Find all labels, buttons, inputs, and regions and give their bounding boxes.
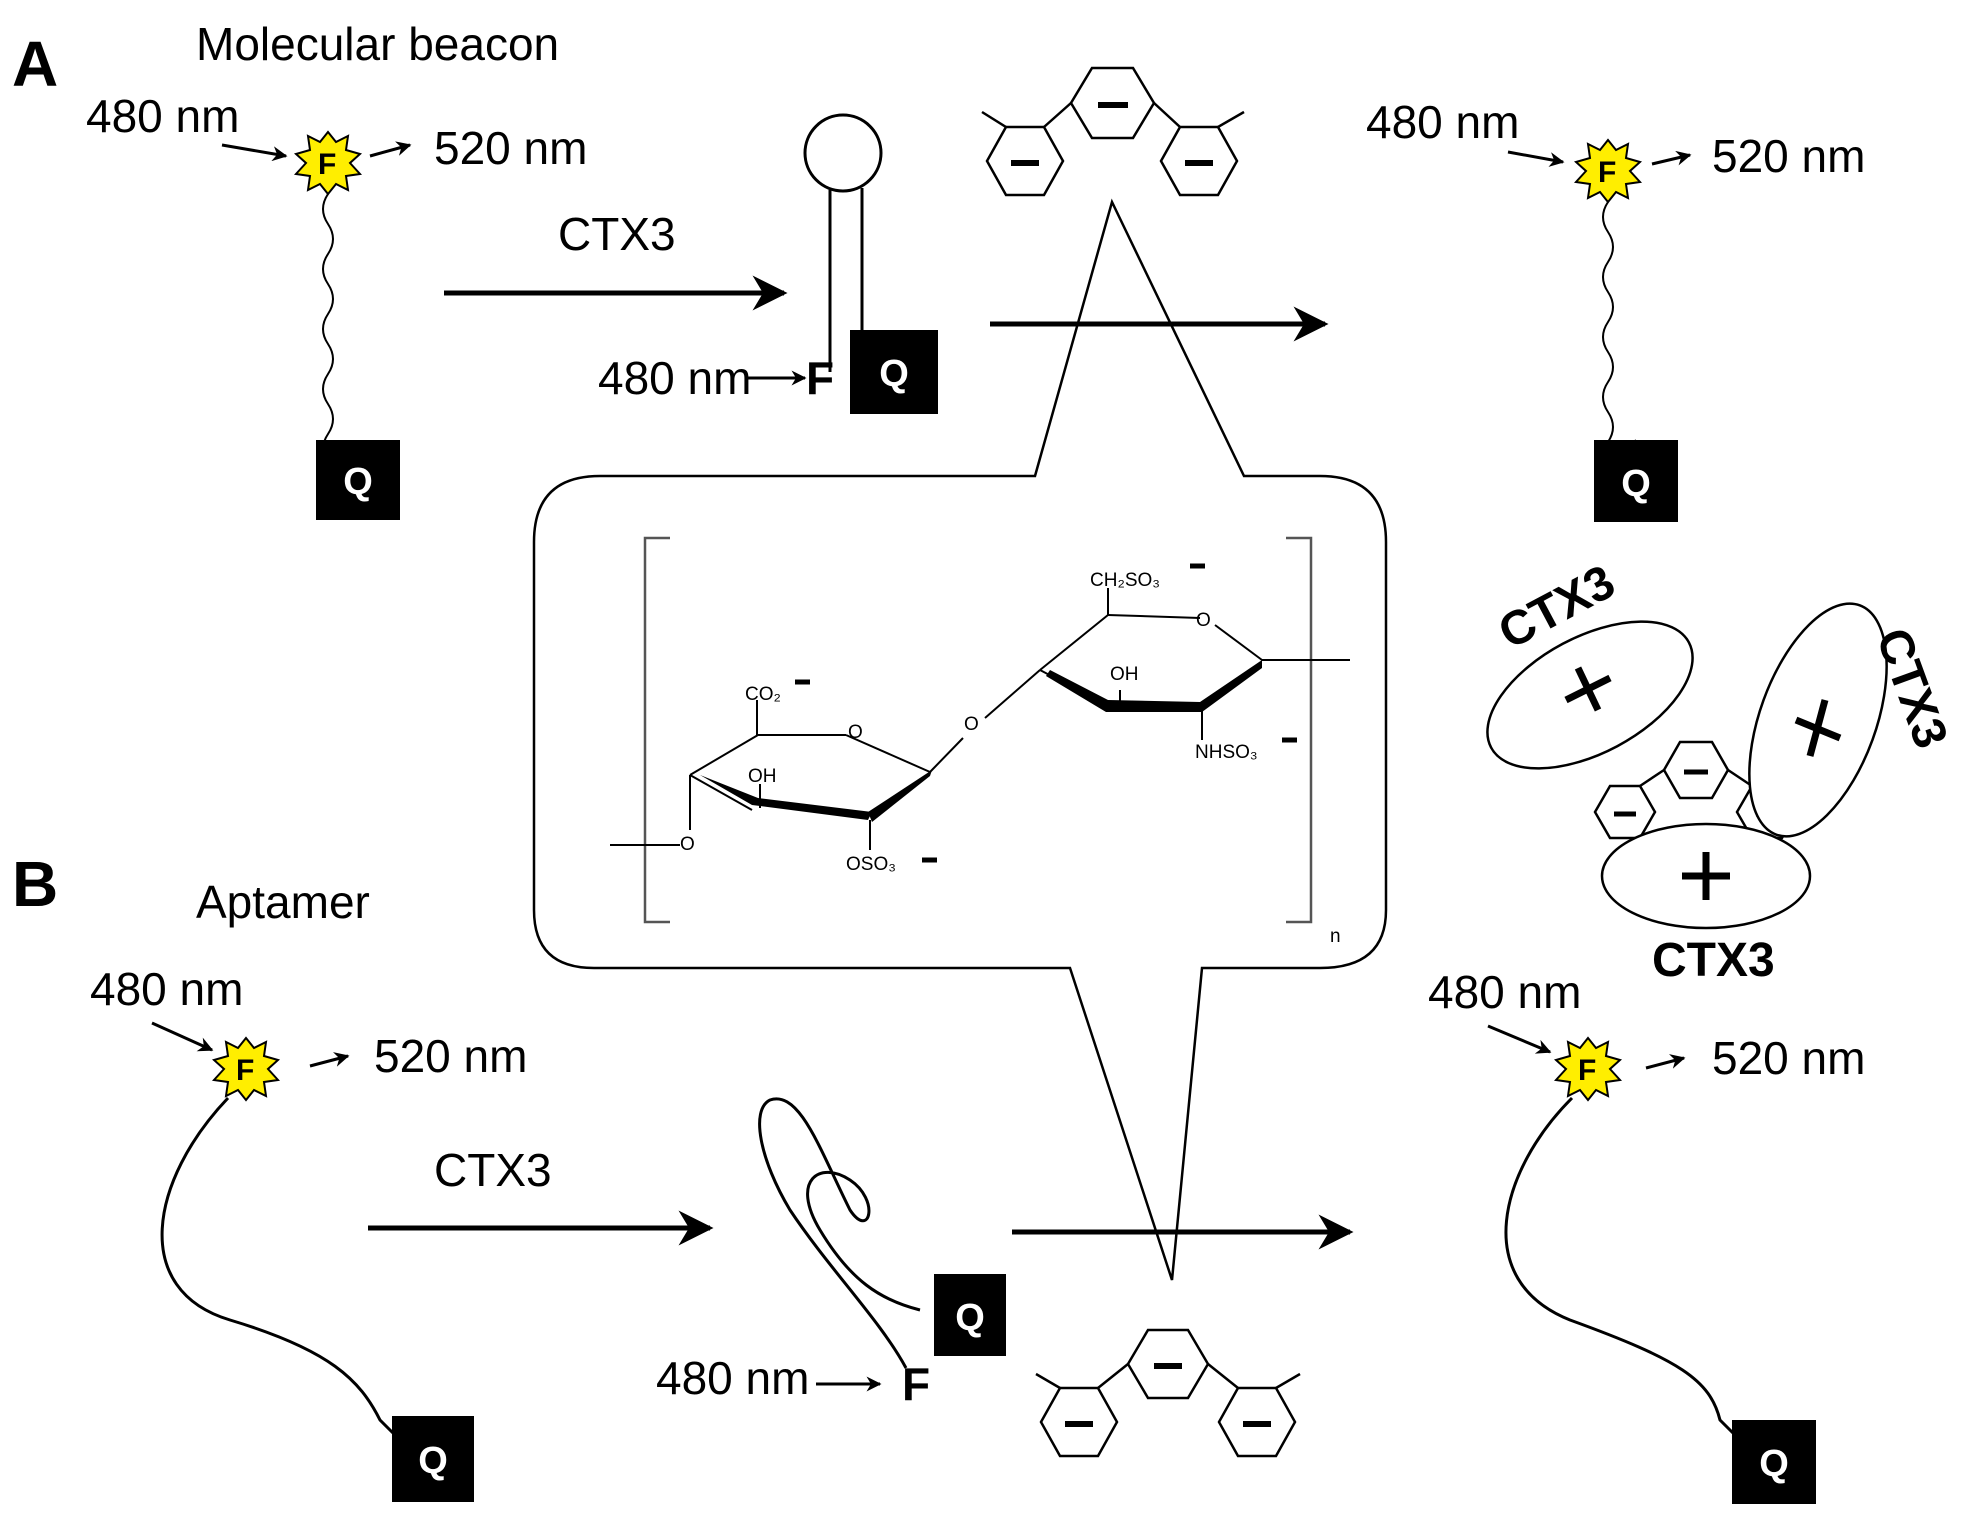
a-reagent-label: CTX3	[558, 208, 676, 260]
a-hairpin-beacon: Q	[803, 113, 938, 414]
a-left-strand	[322, 193, 353, 466]
a-left-emission-arrow	[369, 141, 412, 158]
ctx3-label-bottom: CTX3	[1652, 934, 1775, 987]
heparin-hexagons-bottom	[1035, 1328, 1301, 1458]
panel-b-letter: B	[12, 848, 58, 920]
a-left-excitation-label: 480 nm	[86, 90, 239, 142]
a-hairpin-fluorophore-label: F	[806, 352, 834, 404]
a-right-strand	[1602, 201, 1637, 474]
a-right-fluorophore: F	[1573, 138, 1643, 204]
a-left-emission-label: 520 nm	[434, 122, 587, 174]
heparin-callout-bubble	[532, 198, 1388, 1281]
panel-a-title: Molecular beacon	[196, 18, 559, 70]
a-right-fluorophore-label: F	[1598, 156, 1616, 189]
a-hairpin-quencher-label: Q	[879, 353, 909, 395]
co2-label: CO₂	[745, 684, 781, 705]
b-right-strand	[1504, 1096, 1742, 1442]
a-left-quencher: Q	[316, 440, 400, 520]
a-right-emission-label: 520 nm	[1712, 130, 1865, 182]
ring-o-left: O	[848, 722, 863, 743]
b-folded-aptamer	[758, 1097, 921, 1369]
b-right-excitation-arrow	[1487, 1024, 1552, 1054]
ctx3-heparin-complex: CTX3 CTX3 CTX3	[1486, 555, 1957, 987]
repeat-subscript-n: n	[1330, 926, 1341, 947]
b-folded-fluorophore-label: F	[902, 1358, 930, 1410]
repeat-bracket-right	[1286, 536, 1313, 924]
ctx3-left-plus-v	[1574, 666, 1602, 712]
a-left-excitation-arrow	[221, 143, 288, 162]
b-left-emission-arrow	[309, 1052, 350, 1068]
heparin-uronic-ring	[610, 700, 964, 850]
b-left-excitation-label: 480 nm	[90, 963, 243, 1015]
heparin-hexagons-top	[981, 66, 1245, 197]
b-folded-excitation-label: 480 nm	[656, 1352, 809, 1404]
a-right-excitation-label: 480 nm	[1366, 96, 1519, 148]
a-left-quencher-label: Q	[343, 461, 373, 503]
b-right-emission-label: 520 nm	[1712, 1032, 1865, 1084]
b-right-quencher: Q	[1732, 1420, 1816, 1504]
b-left-emission-label: 520 nm	[374, 1030, 527, 1082]
a-right-quencher-label: Q	[1621, 463, 1651, 505]
ch2so3-label: CH₂SO₃	[1090, 570, 1160, 591]
b-left-fluorophore: F	[211, 1036, 281, 1102]
ring-o-right: O	[1196, 610, 1211, 631]
a-right-excitation-arrow	[1507, 150, 1565, 167]
b-reagent-label: CTX3	[434, 1144, 552, 1196]
panel-b-title: Aptamer	[196, 876, 370, 928]
a-hairpin-excitation-label: 480 nm	[598, 352, 751, 404]
b-folded-quencher-label: Q	[955, 1297, 985, 1339]
b-right-quencher-label: Q	[1759, 1443, 1789, 1485]
nhso3-label: NHSO₃	[1195, 742, 1258, 763]
a-right-emission-arrow	[1651, 150, 1692, 166]
oh-right-label: OH	[1110, 664, 1139, 685]
ctx3-right-plus-v	[1806, 699, 1829, 757]
b-left-strand	[160, 1096, 402, 1442]
b-folded-quencher: Q	[934, 1274, 1006, 1356]
b-right-excitation-label: 480 nm	[1428, 966, 1581, 1018]
b-left-fluorophore-label: F	[236, 1054, 254, 1087]
b-left-quencher: Q	[392, 1416, 474, 1502]
oh-left-label: OH	[748, 766, 777, 787]
panel-a-letter: A	[12, 28, 58, 100]
b-right-fluorophore: F	[1553, 1036, 1623, 1102]
glycosidic-o: O	[964, 714, 979, 735]
b-left-excitation-arrow	[151, 1021, 214, 1052]
b-right-emission-arrow	[1645, 1054, 1686, 1070]
a-right-quencher: Q	[1594, 440, 1678, 522]
a-left-fluorophore-label: F	[318, 148, 336, 181]
ring-o-bottom: O	[680, 834, 695, 855]
b-left-quencher-label: Q	[418, 1440, 448, 1482]
oso3-label: OSO₃	[846, 854, 896, 875]
heparin-glucosamine-ring	[984, 588, 1350, 740]
repeat-bracket-left	[643, 536, 670, 924]
b-right-fluorophore-label: F	[1578, 1054, 1596, 1087]
a-left-fluorophore: F	[293, 130, 363, 196]
